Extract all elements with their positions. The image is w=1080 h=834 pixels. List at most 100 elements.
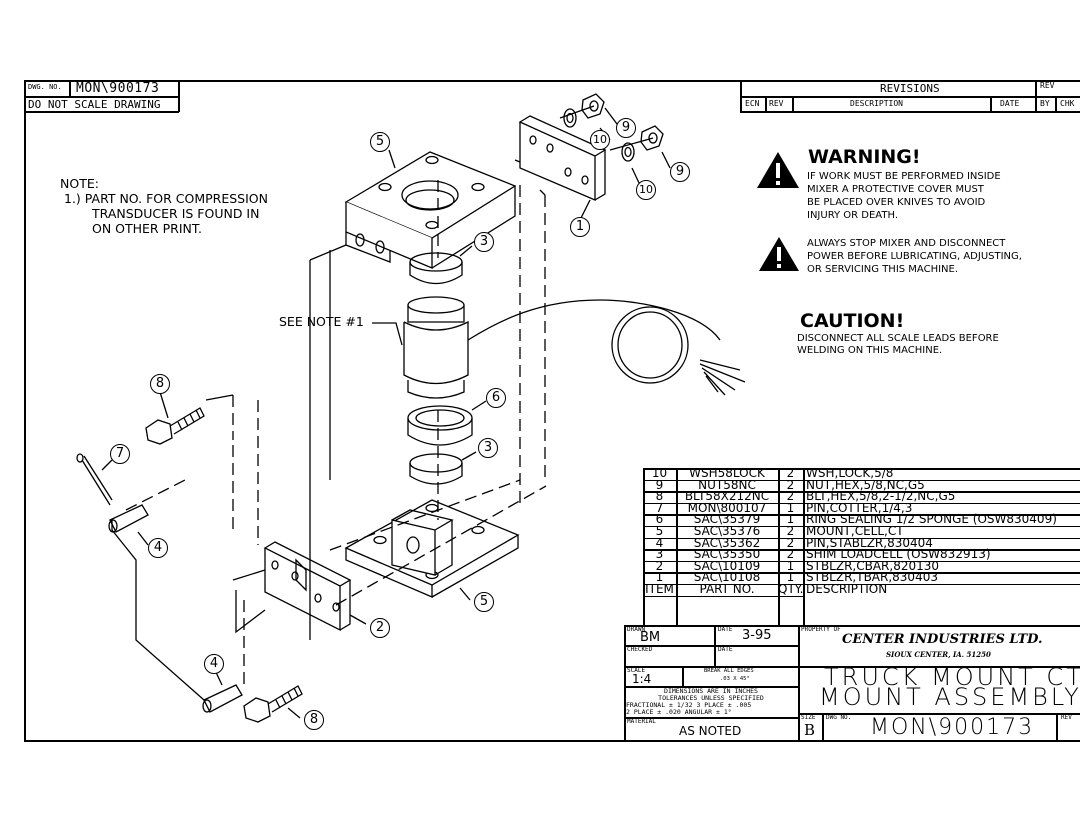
bom-cell-qty: 1 xyxy=(786,558,795,573)
rev-label-tb: REV xyxy=(1061,714,1072,721)
caution-title: CAUTION! xyxy=(800,310,905,332)
break-edges-1: BREAK ALL EDGES xyxy=(704,668,754,674)
date-label: DATE xyxy=(718,626,733,633)
balloon-8a: 8 xyxy=(150,374,170,394)
bom-cell-desc: BLT,HEX,5/8,2-1/2,NC,G5 xyxy=(806,489,956,504)
date-value: 3-95 xyxy=(742,628,772,643)
bom-cell-part: WSH58LOCK xyxy=(689,466,765,480)
lower-shim xyxy=(409,453,463,485)
revisions-rev-label: REV xyxy=(1040,81,1055,90)
assembly-lines xyxy=(125,180,547,690)
balloon-10b: 10 xyxy=(636,180,656,200)
dwg-no-label: DWG. NO. xyxy=(28,83,62,91)
bom-row: 9 NUT58NC 2 NUT,HEX,5/8,NC,G5 xyxy=(643,477,1080,493)
property-label: PROPERTY OF xyxy=(801,626,841,633)
bom-cell-part: PART NO. xyxy=(699,582,755,596)
warning-triangle-icon-2 xyxy=(759,237,799,271)
bom-cell-part: SAC\10108 xyxy=(693,570,761,585)
warning-text-2: ALWAYS STOP MIXER AND DISCONNECT POWER B… xyxy=(807,238,1022,275)
balloon-3b: 3 xyxy=(478,438,498,458)
bom-cell-item: 7 xyxy=(655,500,664,515)
bom-cell-desc: DESCRIPTION xyxy=(806,582,888,596)
see-note-callout: SEE NOTE #1 xyxy=(279,314,364,329)
size-value: B xyxy=(804,721,816,739)
checked-label: CHECKED xyxy=(627,646,653,653)
scale-note: DO NOT SCALE DRAWING xyxy=(28,98,161,111)
bom-cell-qty: 2 xyxy=(786,477,795,492)
company-name: CENTER INDUSTRIES LTD. xyxy=(842,632,1043,647)
balloon-9b: 9 xyxy=(670,162,690,182)
top-washers-nuts xyxy=(563,93,664,162)
revisions-title: REVISIONS xyxy=(880,82,940,95)
bom-cell-desc: RING SEALING 1/2 SPONGE (OSW830409) xyxy=(806,512,1057,527)
bom-cell-desc: WSH,LOCK,5/8 xyxy=(806,466,894,480)
drawing-title-1: TRUCK MOUNT CT xyxy=(824,663,1080,691)
balloon-1: 1 xyxy=(570,217,590,237)
bom-cell-qty: 2 xyxy=(786,535,795,550)
rev-col-date: DATE xyxy=(1000,99,1020,108)
bom-cell-desc: PIN,COTTER,1/4,3 xyxy=(806,500,913,515)
bom-cell-qty: QTY. xyxy=(778,582,804,596)
bom-row: 1 SAC\10108 1 STBLZR,TBAR,830403 xyxy=(643,570,1080,586)
bom-cell-qty: 1 xyxy=(786,512,795,527)
bom-cell-part: SAC\35350 xyxy=(693,547,761,562)
header-block: DWG. NO. MON\900173 DO NOT SCALE DRAWING xyxy=(24,80,180,113)
rev-col-rev: REV xyxy=(769,99,784,108)
note-line-3: ON OTHER PRINT. xyxy=(92,221,202,236)
date2-label: DATE xyxy=(718,646,733,653)
stabilizer-tbar xyxy=(514,115,607,201)
bom-cell-item: 10 xyxy=(651,466,668,480)
bom-cell-part: NUT58NC xyxy=(698,477,756,492)
caution-text: DISCONNECT ALL SCALE LEADS BEFORE WELDIN… xyxy=(797,333,999,356)
bom-cell-item: 5 xyxy=(655,524,664,538)
balloon-5a: 5 xyxy=(370,132,390,152)
rev-col-by: BY xyxy=(1040,99,1050,108)
note-title: NOTE: xyxy=(60,176,99,191)
balloon-5b: 5 xyxy=(474,592,494,612)
tolerances: DIMENSIONS ARE IN INCHES TOLERANCES UNLE… xyxy=(626,687,764,716)
balloon-2: 2 xyxy=(370,618,390,638)
balloon-6: 6 xyxy=(486,388,506,408)
bom-cell-item: 8 xyxy=(655,489,664,504)
bom-cell-qty: 1 xyxy=(786,570,795,585)
bom-cell-qty: 1 xyxy=(786,500,795,515)
bom-cell-item: 9 xyxy=(655,477,664,492)
balloon-9a: 9 xyxy=(616,118,636,138)
bom-cell-desc: NUT,HEX,5/8,NC,G5 xyxy=(806,477,925,492)
bom-cell-qty: 2 xyxy=(786,466,795,480)
bom-cell-part: SAC\10109 xyxy=(693,558,761,573)
bom-cell-item: 1 xyxy=(655,570,664,585)
bom-cell-item: 3 xyxy=(655,547,664,562)
bom-cell-part: SAC\35362 xyxy=(693,535,761,550)
bom-cell-desc: STBLZR,TBAR,830403 xyxy=(806,570,938,585)
dwg-no-label-tb: DWG NO. xyxy=(826,714,852,721)
drawing-title-2: MOUNT ASSEMBLY xyxy=(819,683,1080,711)
material-label: MATERIAL xyxy=(627,718,656,725)
balloon-8b: 8 xyxy=(304,710,324,730)
material-value: AS NOTED xyxy=(679,724,742,738)
bom-cell-item: 6 xyxy=(655,512,664,527)
bolts xyxy=(145,407,303,723)
bom-cell-desc: MOUNT,CELL,CT xyxy=(806,524,904,538)
size-label: SIZE xyxy=(801,714,816,721)
border-left xyxy=(24,80,26,741)
bom-cell-desc: PIN,STABLZR,830404 xyxy=(806,535,933,550)
upper-shim xyxy=(409,252,463,285)
rev-col-chk: CHK xyxy=(1060,99,1075,108)
stabilizer-pins xyxy=(108,504,243,713)
title-block: DRAWN BM DATE 3-95 CHECKED DATE PROPERTY… xyxy=(624,625,1080,741)
sealing-ring xyxy=(407,405,473,446)
cotter-pin xyxy=(76,453,113,506)
border-top xyxy=(24,80,1080,82)
warning-text-1: IF WORK MUST BE PERFORMED INSIDE MIXER A… xyxy=(807,171,1001,221)
bom-cell-item: 2 xyxy=(655,558,664,573)
note-line-2: TRANSDUCER IS FOUND IN xyxy=(92,206,260,221)
